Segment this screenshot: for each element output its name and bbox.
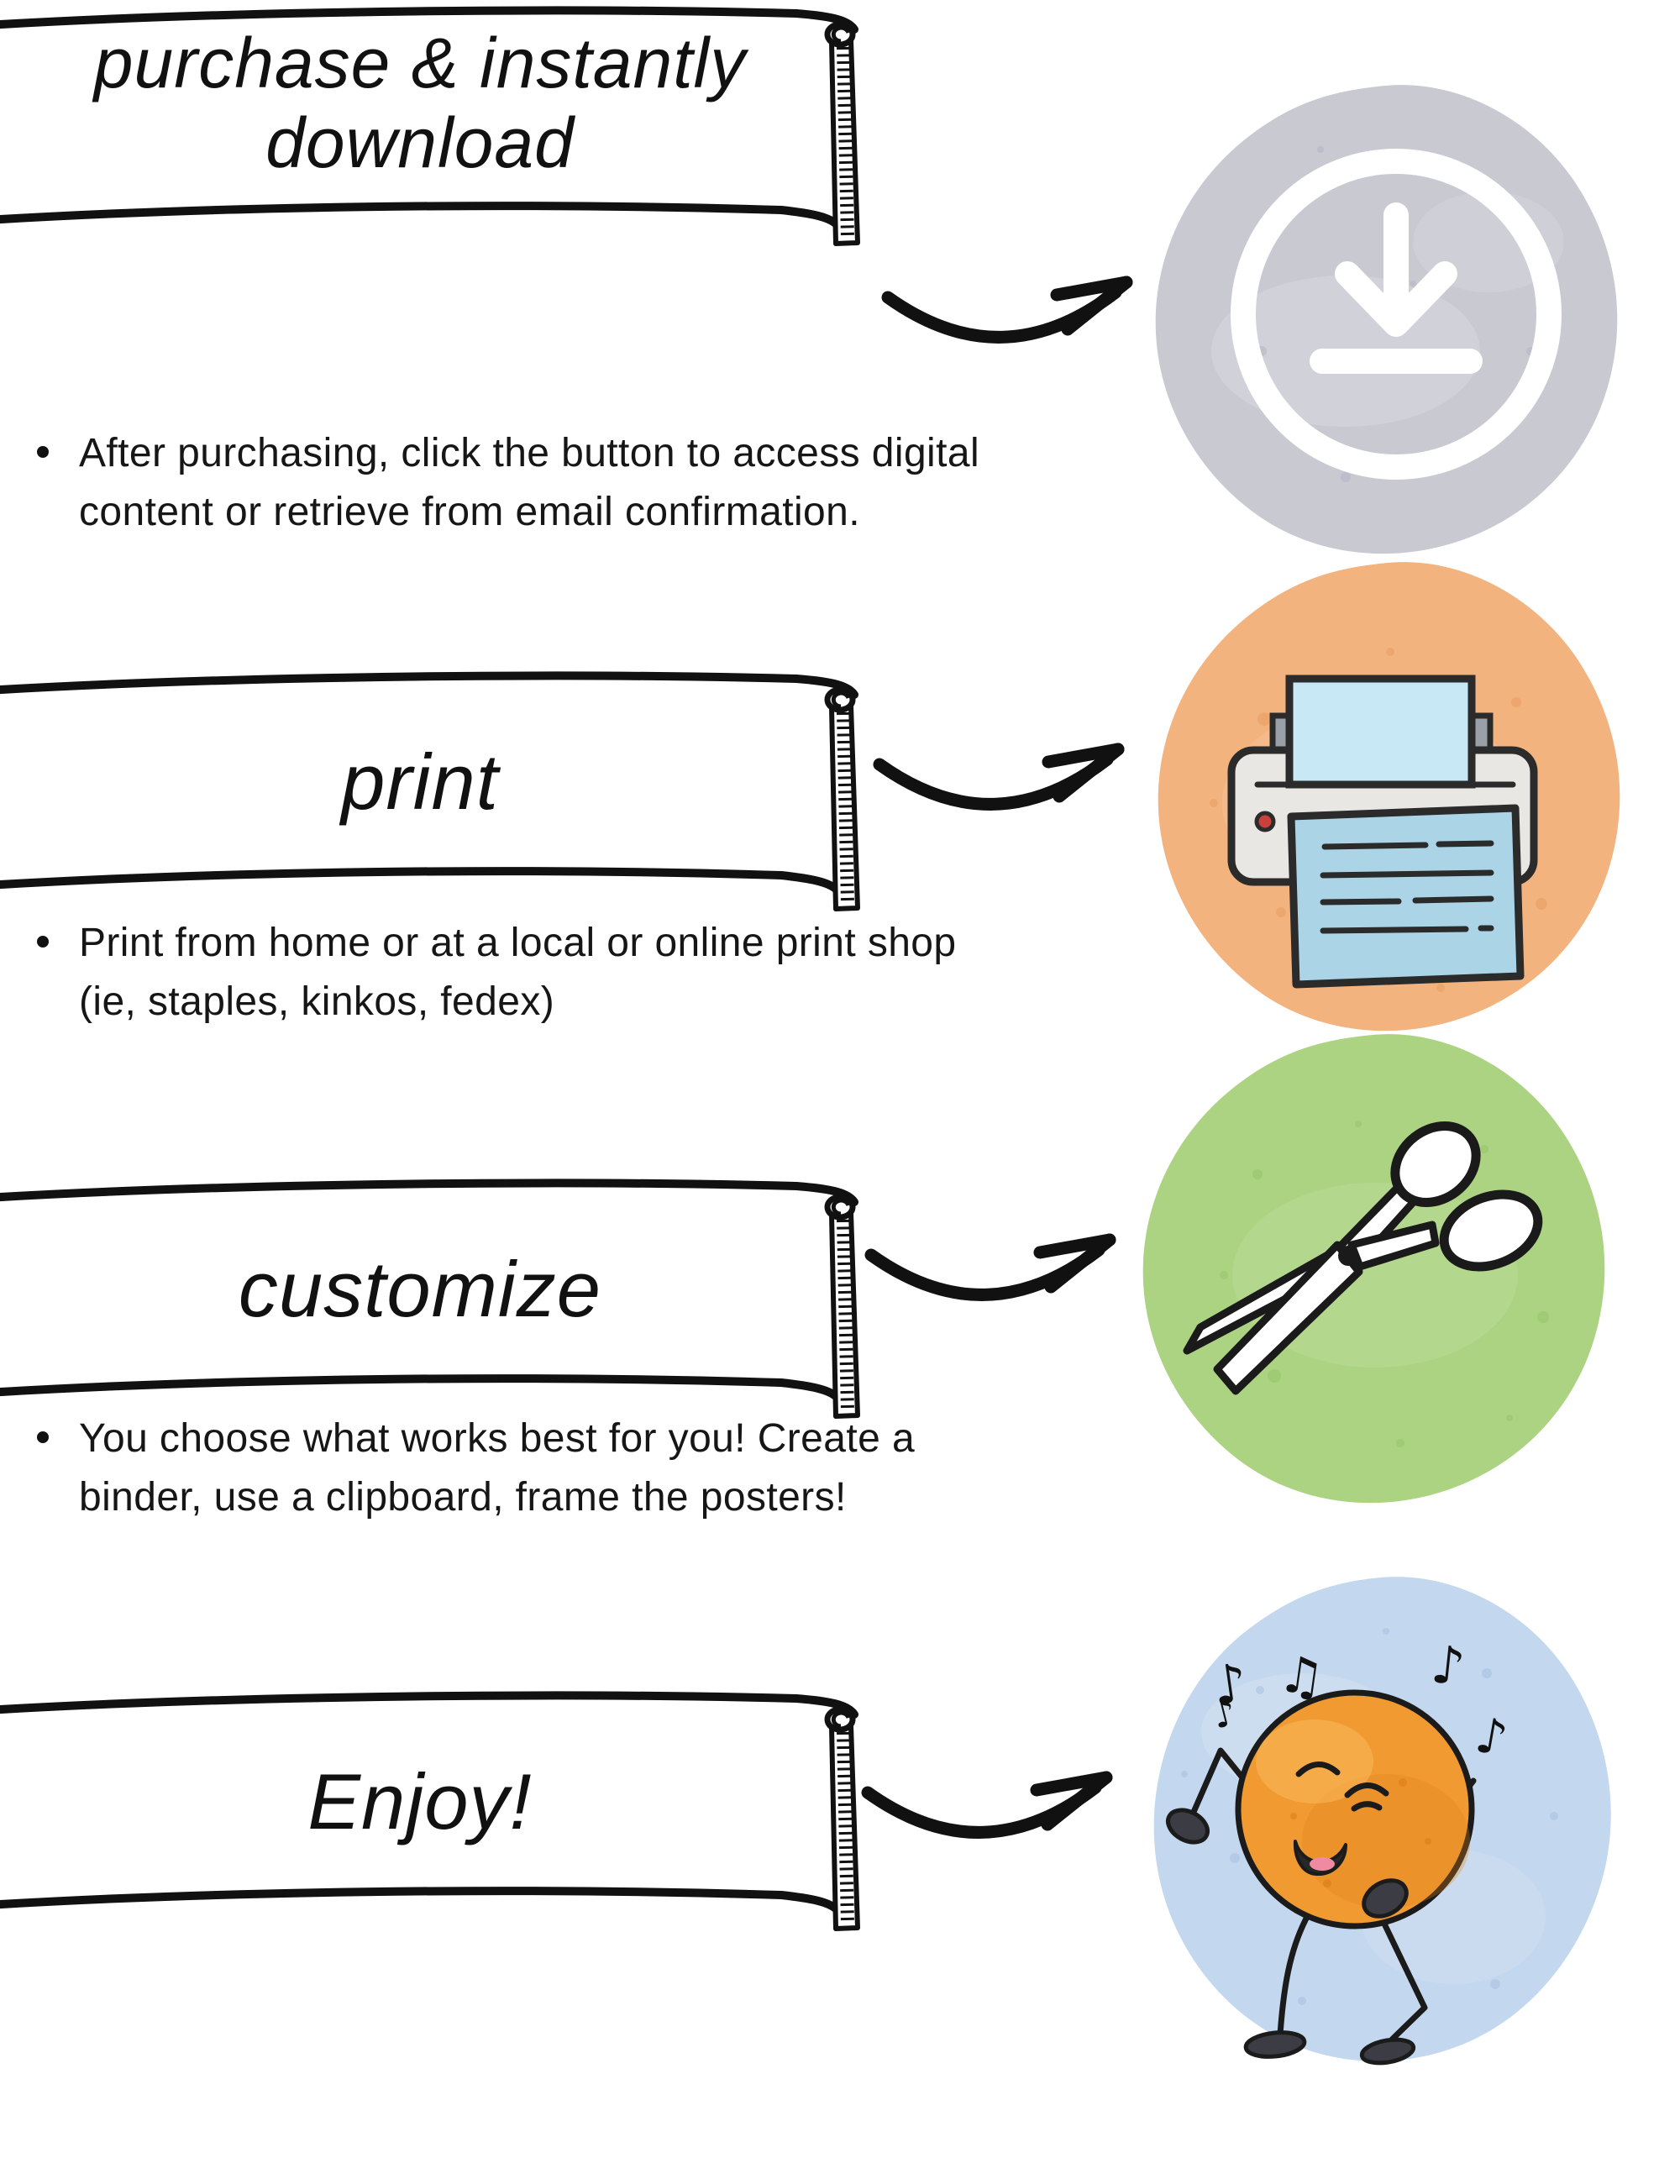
step-title-text: Enjoy! (307, 1757, 533, 1846)
step-title-text: print (341, 738, 499, 827)
printer-power-light (1254, 811, 1276, 832)
bullet-text: Print from home or at a local or online … (79, 921, 957, 1024)
banner-download (0, 0, 899, 260)
printer-paper-output (1287, 804, 1525, 989)
step-title-customize: customize (0, 1186, 840, 1393)
printer-icon (1227, 675, 1538, 989)
step-bullet-download: After purchasing, click the button to ac… (25, 424, 1004, 542)
step-title-print: print (0, 679, 840, 885)
step-title-text: purchase & instantly download (93, 24, 747, 182)
left-foot (1243, 2030, 1307, 2059)
bullet-text: After purchasing, click the button to ac… (79, 431, 980, 534)
blob-print (1138, 548, 1642, 1052)
blob-customize (1123, 1023, 1635, 1520)
arrow-enjoy (855, 1740, 1132, 1858)
printer-paper-input (1285, 675, 1476, 789)
dancing-orange-character-icon: ♪ ♫ ♪ ♪ ♪ (1166, 1633, 1512, 2066)
right-foot (1359, 2037, 1416, 2066)
step-title-text: customize (238, 1245, 602, 1334)
left-hand (1166, 1808, 1210, 1845)
curved-arrow-icon (864, 1233, 1116, 1301)
step-title-download: purchase & instantly download (0, 0, 840, 207)
banner-customize (0, 1173, 899, 1433)
tongue (1310, 1857, 1335, 1871)
scroll-banner-frame-icon (0, 671, 860, 911)
bullet-dot (37, 936, 49, 948)
right-hand (1362, 1878, 1409, 1919)
download-circle-icon (1231, 149, 1562, 480)
scroll-banner-frame-icon (0, 6, 860, 246)
svg-text:♪: ♪ (1209, 1652, 1252, 1719)
watercolor-blob-green (1142, 1034, 1605, 1504)
arrow-customize (858, 1203, 1136, 1320)
bullet-dot (37, 446, 49, 458)
blob-download (1136, 74, 1640, 571)
scroll-banner-frame-icon (0, 1179, 860, 1419)
banner-enjoy (0, 1685, 899, 1945)
arrow-download (875, 245, 1152, 363)
scissors-icon (1183, 1121, 1543, 1395)
scroll-banner-frame-icon (0, 1691, 860, 1931)
bullet-text: You choose what works best for you! Crea… (79, 1416, 916, 1520)
curved-arrow-icon (881, 276, 1133, 344)
arrow-print (867, 712, 1144, 830)
curved-arrow-icon (873, 743, 1125, 811)
step-bullet-customize: You choose what works best for you! Crea… (25, 1410, 1004, 1527)
curved-arrow-icon (861, 1771, 1113, 1839)
left-eye (1295, 1761, 1341, 1777)
blob-enjoy: ♪ ♫ ♪ ♪ ♪ (1134, 1564, 1631, 2087)
right-eye (1344, 1782, 1389, 1798)
step-bullet-print: Print from home or at a local or online … (25, 914, 1004, 1032)
step-title-enjoy: Enjoy! (0, 1698, 840, 1905)
svg-text:♪: ♪ (1428, 1633, 1467, 1698)
banner-print (0, 665, 899, 926)
bullet-dot (37, 1431, 49, 1443)
